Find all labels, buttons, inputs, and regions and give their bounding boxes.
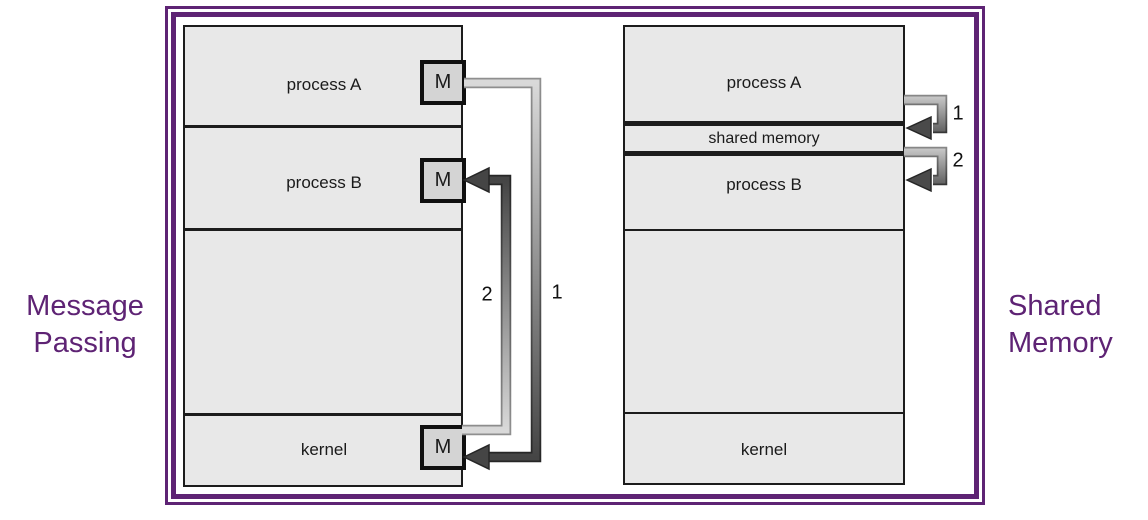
kernel-label: kernel [300, 440, 348, 459]
shared-memory-label: shared memory [708, 130, 820, 147]
caption-line: Message [26, 290, 144, 322]
section-divider [625, 412, 903, 414]
kernel-label: kernel [740, 440, 788, 459]
process-b-label: process B [726, 175, 802, 194]
shared-step-1-label: 1 [952, 102, 964, 125]
message-step-1-label: 1 [551, 281, 563, 304]
message-passing-diagram: process A process B kernel M M M [183, 25, 466, 487]
shared-step-2-label: 2 [952, 149, 964, 172]
message-box-kernel: M [420, 425, 466, 470]
message-box-process-b: M [420, 158, 466, 203]
process-b-label: process B [286, 173, 362, 192]
message-box-label: M [434, 71, 452, 93]
section-divider [185, 413, 461, 416]
shared-memory-top-border [625, 121, 903, 126]
shared-memory-bottom-border [625, 151, 903, 156]
message-step-2-label: 2 [481, 283, 493, 306]
shared-memory-caption: Shared Memory [1008, 288, 1148, 362]
section-divider [185, 125, 461, 128]
process-a-label: process A [726, 73, 802, 92]
caption-line: Memory [1008, 327, 1113, 359]
shared-memory-diagram: process A shared memory process B kernel [623, 25, 905, 485]
message-box-label: M [434, 436, 452, 458]
process-a-label: process A [286, 75, 362, 94]
message-passing-caption: Message Passing [6, 288, 164, 362]
caption-line: Shared [1008, 290, 1102, 322]
message-box-label: M [434, 169, 452, 191]
message-box-process-a: M [420, 60, 466, 105]
figure-frame [165, 6, 985, 505]
figure-frame-inner-border [171, 12, 979, 499]
section-divider [625, 229, 903, 231]
section-divider [185, 228, 461, 231]
caption-line: Passing [33, 327, 137, 359]
